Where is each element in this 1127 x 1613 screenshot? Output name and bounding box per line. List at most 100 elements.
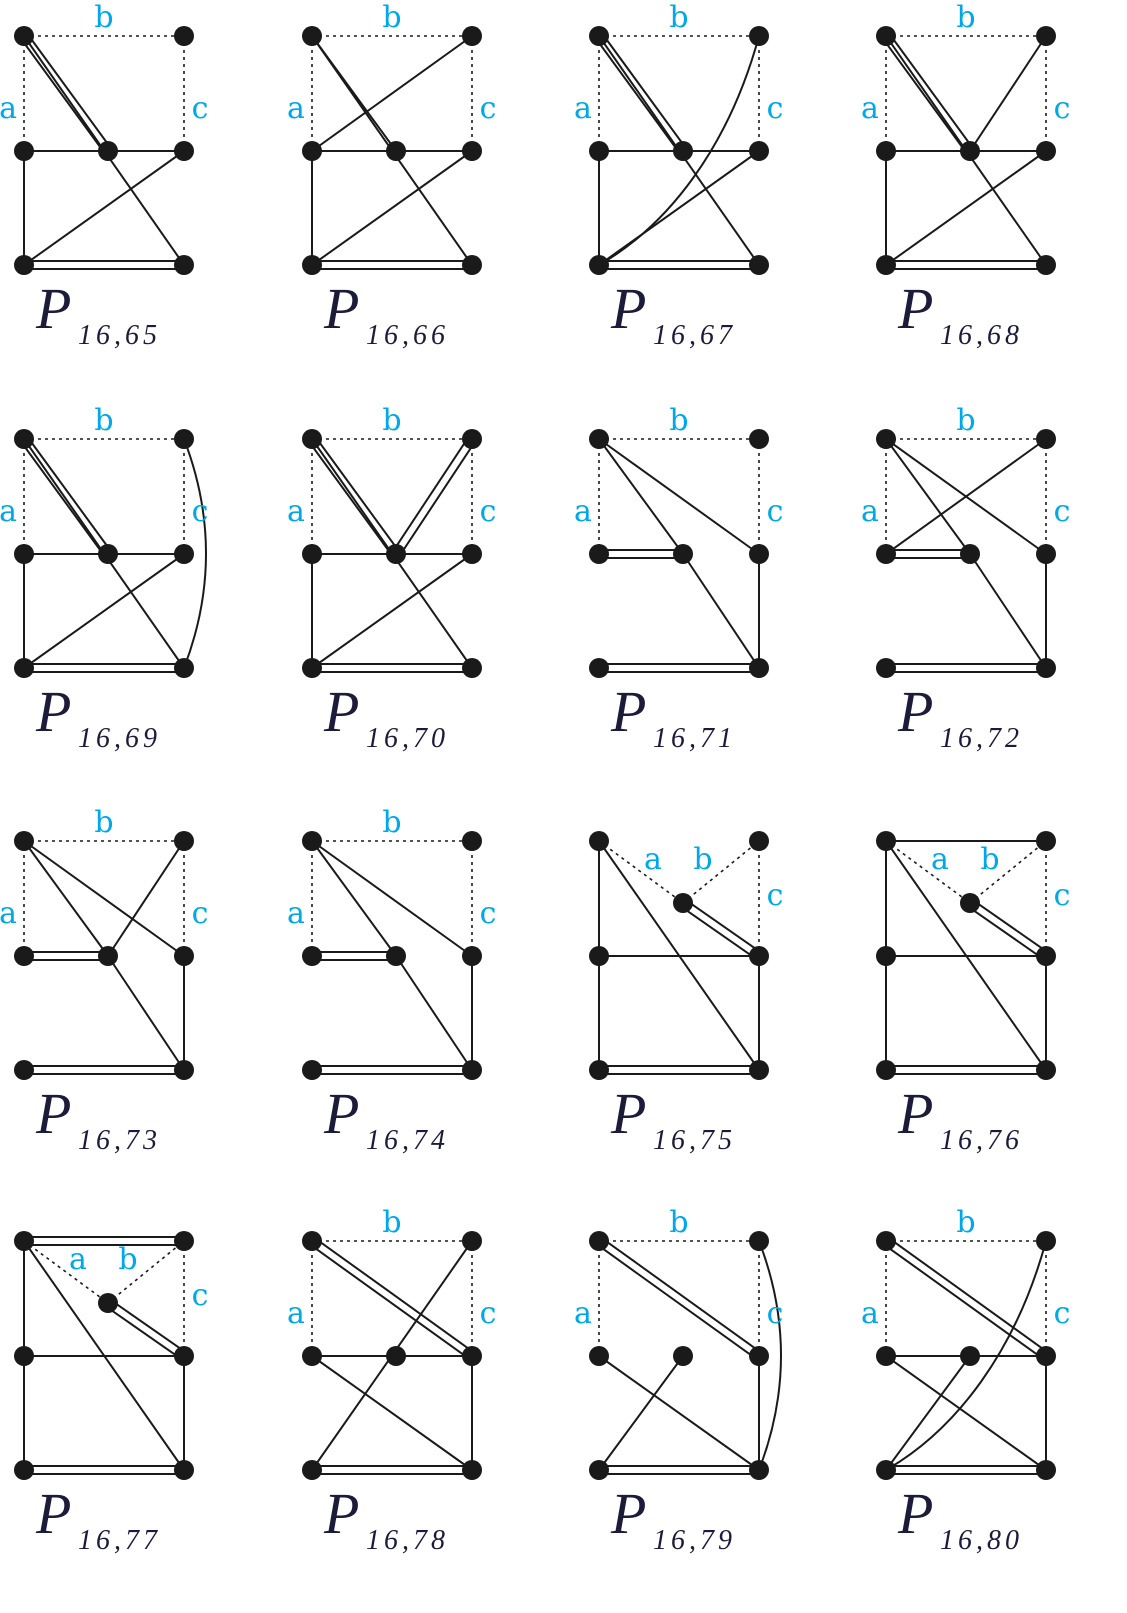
vertex [462,1060,482,1080]
edge-label-c: c [192,494,209,529]
vertex [174,1231,194,1251]
vertex [749,1060,769,1080]
vertex [462,946,482,966]
edge [969,35,1047,152]
edge [311,1355,473,1471]
vertex [1036,946,1056,966]
vertex [673,141,693,161]
vertex [302,255,322,275]
double-edge [594,37,681,155]
vertex [1036,1060,1056,1080]
vertex [876,429,896,449]
curved-edge [183,438,207,669]
double-edge [881,37,968,155]
vertex [1036,658,1056,678]
curved-edge [758,1240,782,1471]
edge-label-a: a [861,91,879,126]
edge [23,1240,185,1471]
edge-label-b: b [94,0,113,35]
vertex [673,893,693,913]
vertex [386,544,406,564]
vertex [174,544,194,564]
vertex [960,544,980,564]
graph-caption-subscript: 16,80 [940,1525,1023,1556]
vertex [302,831,322,851]
vertex [876,1060,896,1080]
vertex [960,893,980,913]
edge-label-a: a [0,494,17,529]
edge-label-c: c [1054,878,1071,913]
vertex [589,1060,609,1080]
graph-caption: P [323,276,359,341]
vertex [876,255,896,275]
vertex [462,544,482,564]
vertex [876,1231,896,1251]
vertex [589,658,609,678]
edge-label-b: b [669,1205,688,1240]
edge [311,150,473,266]
vertex [749,255,769,275]
vertex [876,831,896,851]
double-edge [398,440,477,558]
graph-caption-subscript: 16,75 [653,1125,736,1156]
vertex [876,544,896,564]
dashed-edge [682,840,760,904]
edge-label-b: b [118,1242,137,1277]
vertex [98,946,118,966]
vertex [749,831,769,851]
graph-caption-subscript: 16,71 [653,723,736,754]
vertex [673,1346,693,1366]
edge-label-c: c [1054,91,1071,126]
edge-label-c: c [192,896,209,931]
edge-label-b: b [693,842,712,877]
vertex [589,255,609,275]
edge [969,553,1047,669]
double-edge [679,905,758,961]
vertex [462,1231,482,1251]
vertex [589,141,609,161]
graph-caption-subscript: 16,77 [78,1525,161,1556]
vertex [589,1460,609,1480]
vertex [14,831,34,851]
vertex [302,429,322,449]
vertex [174,1346,194,1366]
edge [885,438,1047,555]
vertex [302,1231,322,1251]
graph-caption: P [323,1481,359,1546]
vertex [462,26,482,46]
edge-label-b: b [382,1205,401,1240]
edge [682,553,760,669]
graph-caption-subscript: 16,70 [366,723,449,754]
edge [885,840,1047,1071]
edge-label-a: a [0,91,17,126]
vertex [14,544,34,564]
vertex [876,141,896,161]
vertex [302,658,322,678]
vertex [749,946,769,966]
vertex [1036,255,1056,275]
vertex [462,141,482,161]
vertex [462,1346,482,1366]
vertex [14,1231,34,1251]
edge [598,1355,760,1471]
vertex [98,544,118,564]
graph-caption-subscript: 16,79 [653,1525,736,1556]
edge-label-b: b [382,0,401,35]
vertex [14,1460,34,1480]
vertex [14,141,34,161]
vertex [302,946,322,966]
vertex [749,1231,769,1251]
vertex [876,26,896,46]
edge [23,150,185,266]
vertex [174,1460,194,1480]
vertex [462,1460,482,1480]
edge [598,438,760,555]
graph-caption: P [897,1481,933,1546]
curved-edge [598,35,760,266]
